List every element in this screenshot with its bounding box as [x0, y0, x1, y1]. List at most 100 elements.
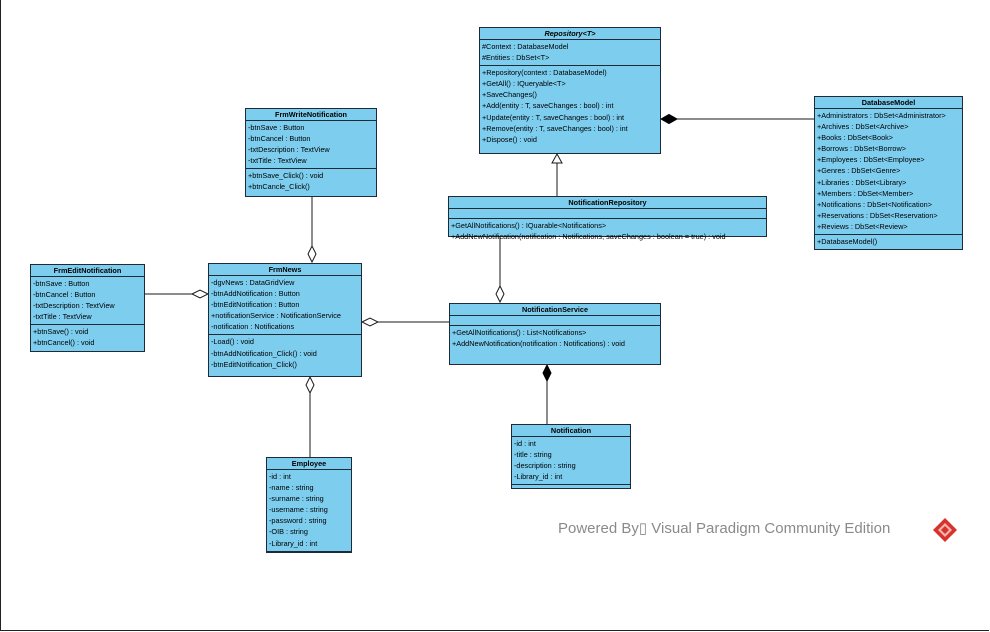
attribute: -dgvNews : DataGridView [211, 278, 295, 287]
operation: +btnCancle_Click() [248, 182, 310, 192]
attribute: -txtDescription : TextView [33, 301, 115, 311]
class-title: FrmEditNotification [31, 265, 144, 277]
operation: +GetAll() : IQueryable<T> [482, 79, 566, 89]
operation: +AddNewNotification(notification : Notif… [451, 232, 726, 242]
operation: +AddNewNotification(notification : Notif… [452, 339, 625, 349]
aggregation-frmnews-frmwritenotification [307, 197, 317, 264]
attribute: +Notifications : DbSet<Notification> [817, 199, 932, 209]
attributes-section: -btnSave : Button -btnCancel : Button -t… [246, 121, 376, 170]
attribute: +Employees : DbSet<Employee> [817, 155, 925, 165]
operations-section: +btnSave() : void +btnCancel() : void [31, 325, 144, 350]
attribute: +Reservations : DbSet<Reservation> [817, 210, 938, 220]
operation: -btnAddNotification_Click() : void [211, 348, 317, 358]
composition-diamond-icon [542, 363, 552, 383]
attribute: +Libraries : DbSet<Library> [817, 177, 907, 187]
class-title: Repository<T> [480, 28, 660, 40]
attribute: -btnAddNotification : Button [211, 289, 300, 299]
aggregation-frmnews-frmeditnotification [145, 289, 210, 299]
attribute: -id : int [514, 439, 536, 448]
attributes-section: -id : int -name : string -surname : stri… [267, 470, 351, 552]
watermark-text: Powered By▯ Visual Paradigm Community Ed… [558, 520, 891, 537]
attribute: +Reviews : DbSet<Review> [817, 221, 908, 231]
class-title: FrmWriteNotification [246, 109, 376, 121]
operation: +GetAllNotifications() : List<Notificati… [452, 328, 587, 337]
composition-notificationservice-notification [542, 363, 552, 424]
class-title: DatabaseModel [815, 97, 962, 109]
attribute: -txtTitle : TextView [248, 156, 307, 166]
attributes-section: -btnSave : Button -btnCancel : Button -t… [31, 277, 144, 326]
attribute: -btnEditNotification : Button [211, 300, 300, 310]
class-frmwritenotification[interactable]: FrmWriteNotification -btnSave : Button -… [245, 108, 377, 197]
attributes-section [449, 209, 766, 219]
operation: +GetAllNotifications() : IQuarable<Notif… [451, 221, 607, 230]
aggregation-diamond-icon [360, 317, 380, 327]
operations-section: +btnSave_Click() : void +btnCancle_Click… [246, 169, 376, 194]
generalization-arrow-icon [551, 152, 563, 164]
attribute: +Administrators : DbSet<Administrator> [817, 111, 946, 120]
attribute: -surname : string [269, 494, 324, 504]
attribute: -notification : Notifications [211, 322, 295, 332]
class-frmnews[interactable]: FrmNews -dgvNews : DataGridView -btnAddN… [208, 263, 362, 377]
aggregation-frmnews-employee [305, 375, 315, 457]
operation: +DatabaseModel() [817, 237, 878, 247]
operations-section: -Load() : void -btnAddNotification_Click… [209, 335, 361, 371]
attributes-section: -id : int -title : string -description :… [512, 437, 630, 486]
aggregation-frmnews-notificationservice [360, 317, 449, 327]
attributes-section: #Context : DatabaseModel #Entities : DbS… [480, 40, 660, 67]
attributes-section [450, 316, 660, 326]
composition-repository-databasemodel [659, 113, 814, 125]
attribute: -btnSave : Button [248, 123, 305, 132]
operations-section: +GetAllNotifications() : IQuarable<Notif… [449, 219, 766, 244]
attribute: +Books : DbSet<Book> [817, 133, 894, 143]
attribute: +Archives : DbSet<Archive> [817, 122, 909, 132]
attribute: -password : string [269, 516, 327, 526]
operation: +Update(entity : T, saveChanges : bool) … [482, 112, 625, 122]
class-notification[interactable]: Notification -id : int -title : string -… [511, 424, 631, 489]
operations-section [512, 485, 630, 494]
attribute: +Members : DbSet<Member> [817, 188, 914, 198]
aggregation-notificationservice-notificationrepository [495, 237, 505, 304]
attribute: -Library_id : int [269, 538, 318, 548]
class-title: Employee [267, 458, 351, 470]
operation: +SaveChanges() [482, 90, 537, 100]
operation: +Add(entity : T, saveChanges : bool) : i… [482, 101, 614, 111]
visual-paradigm-logo-icon [933, 518, 957, 542]
attributes-section: -dgvNews : DataGridView -btnAddNotificat… [209, 276, 361, 336]
operations-section: +GetAllNotifications() : List<Notificati… [450, 326, 660, 351]
operation: +Remove(entity : T, saveChanges : bool) … [482, 123, 628, 133]
class-repository[interactable]: Repository<T> #Context : DatabaseModel #… [479, 27, 661, 154]
attribute: -Library_id : int [514, 472, 563, 482]
attribute: -name : string [269, 483, 314, 493]
class-frmeditnotification[interactable]: FrmEditNotification -btnSave : Button -b… [30, 264, 145, 352]
operation: -Load() : void [211, 337, 254, 347]
attribute: -btnSave : Button [33, 279, 90, 288]
class-title: NotificationRepository [449, 197, 766, 209]
class-title: FrmNews [209, 264, 361, 276]
attribute: +notificationService : NotificationServi… [211, 311, 341, 321]
attribute: -description : string [514, 461, 576, 471]
operations-section: +DatabaseModel() [815, 235, 962, 249]
attribute: -OIB : string [269, 527, 308, 537]
operations-section [267, 552, 351, 561]
operation: +btnCancel() : void [33, 338, 95, 348]
attribute: -title : string [514, 450, 552, 460]
attribute: #Entities : DbSet<T> [482, 53, 550, 63]
attribute: +Borrows : DbSet<Borrow> [817, 144, 907, 154]
attribute: -btnCancel : Button [248, 134, 311, 144]
operation: +Dispose() : void [482, 134, 537, 144]
aggregation-diamond-icon [495, 284, 505, 304]
class-employee[interactable]: Employee -id : int -name : string -surna… [266, 457, 352, 553]
operations-section: +Repository(context : DatabaseModel) +Ge… [480, 66, 660, 147]
attribute: -id : int [269, 472, 291, 481]
operation: -btnEditNotification_Click() [211, 359, 297, 369]
generalization-notificationrepository-repository [551, 152, 563, 196]
class-notificationrepository[interactable]: NotificationRepository +GetAllNotificati… [448, 196, 767, 241]
attributes-section: +Administrators : DbSet<Administrator> +… [815, 109, 962, 236]
attribute: #Context : DatabaseModel [482, 42, 569, 51]
class-notificationservice[interactable]: NotificationService +GetAllNotifications… [449, 303, 661, 365]
attribute: -txtDescription : TextView [248, 145, 330, 155]
operation: +btnSave_Click() : void [248, 171, 324, 181]
class-databasemodel[interactable]: DatabaseModel +Administrators : DbSet<Ad… [814, 96, 963, 250]
class-title: Notification [512, 425, 630, 437]
